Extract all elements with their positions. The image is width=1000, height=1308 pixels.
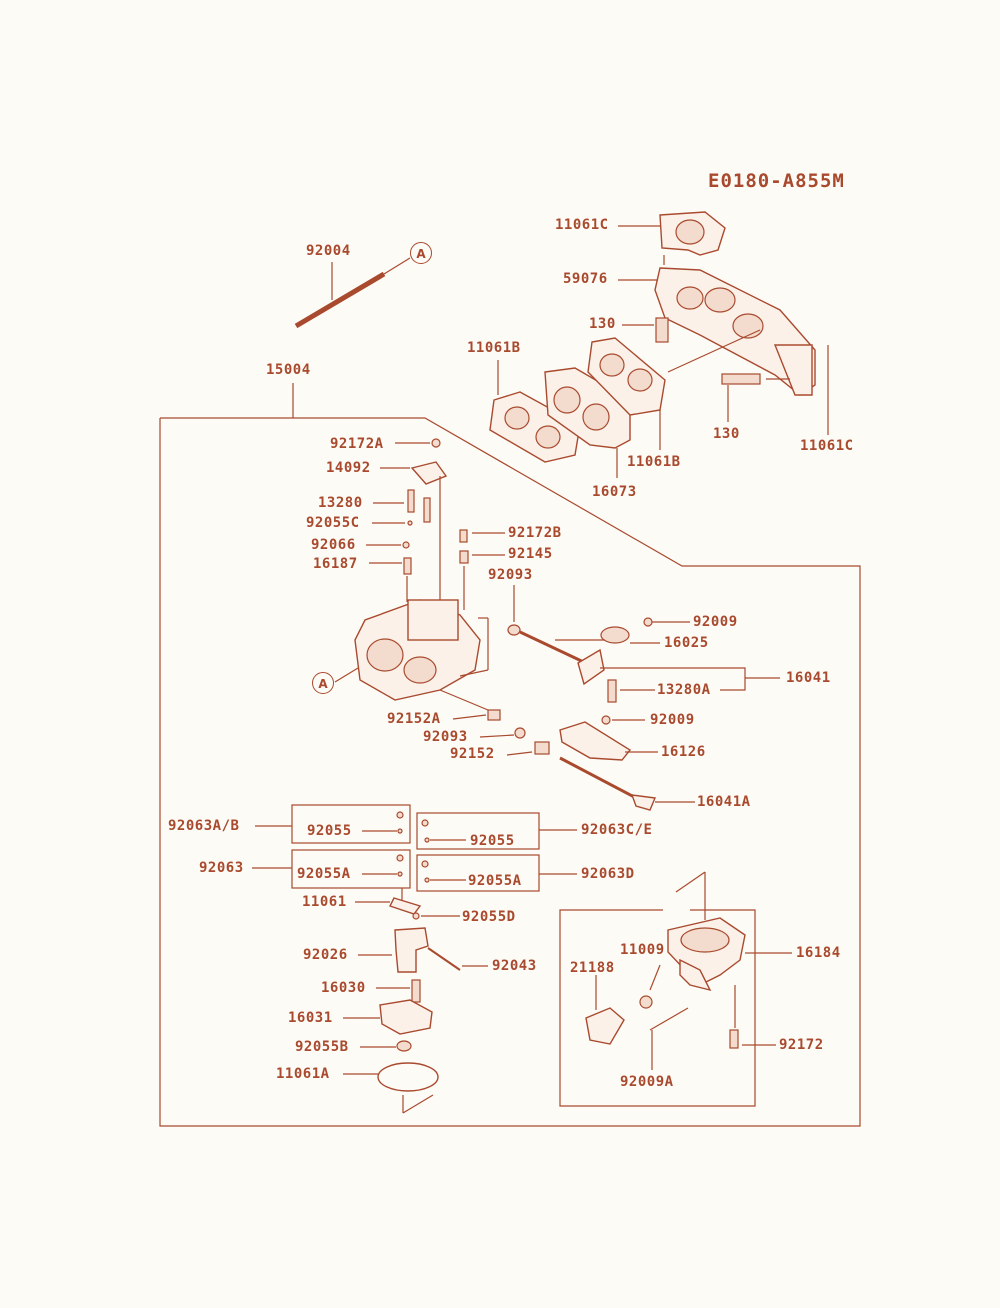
part-label[interactable]: 11009	[620, 942, 665, 958]
part-label[interactable]: 92152	[450, 746, 495, 762]
part-label[interactable]: 92066	[311, 537, 356, 553]
part-label[interactable]: 59076	[563, 271, 608, 287]
part-label[interactable]: 13280A	[657, 682, 711, 698]
part-label[interactable]: 92152A	[387, 711, 441, 727]
jet-boxes	[252, 804, 577, 892]
carburetor-body	[334, 438, 505, 721]
part-label[interactable]: 16187	[313, 556, 358, 572]
part-label[interactable]: 16030	[321, 980, 366, 996]
inset-16184	[559, 871, 792, 1107]
upper-parts	[489, 211, 829, 478]
part-label[interactable]: 92145	[508, 546, 553, 562]
part-label[interactable]: 92055	[307, 823, 352, 839]
diagram-code: E0180-A855M	[708, 170, 845, 192]
part-label[interactable]: 11061C	[800, 438, 854, 454]
part-label[interactable]: 92093	[423, 729, 468, 745]
part-label[interactable]: 92063C/E	[581, 822, 653, 838]
part-label[interactable]: 92055	[470, 833, 515, 849]
part-label[interactable]: 92055D	[462, 909, 516, 925]
part-label[interactable]: 92063D	[581, 866, 635, 882]
part-label[interactable]: 16184	[796, 945, 841, 961]
callout-a-body: A	[312, 672, 334, 694]
part-label[interactable]: 11061B	[467, 340, 521, 356]
part-label[interactable]: 92055C	[306, 515, 360, 531]
part-label[interactable]: 21188	[570, 960, 615, 976]
part-label[interactable]: 92172	[779, 1037, 824, 1053]
part-label[interactable]: 92055B	[295, 1039, 349, 1055]
part-label[interactable]: 130	[713, 426, 740, 442]
part-label[interactable]: 16041A	[697, 794, 751, 810]
part-label[interactable]: 92009A	[620, 1074, 674, 1090]
part-label[interactable]: 13280	[318, 495, 363, 511]
float-assembly	[343, 888, 488, 1114]
part-label[interactable]: 11061	[302, 894, 347, 910]
callout-a-top: A	[410, 242, 432, 264]
part-label[interactable]: 92063	[199, 860, 244, 876]
part-label[interactable]: 130	[589, 316, 616, 332]
part-label[interactable]: 92026	[303, 947, 348, 963]
part-label[interactable]: 92172A	[330, 436, 384, 452]
part-label[interactable]: 92093	[488, 567, 533, 583]
part-label[interactable]: 92063A/B	[168, 818, 240, 834]
part-label[interactable]: 92172B	[508, 525, 562, 541]
part-label[interactable]: 16025	[664, 635, 709, 651]
throttle-linkage	[479, 585, 780, 811]
part-label[interactable]: 16041	[786, 670, 831, 686]
part-label[interactable]: 11061C	[555, 217, 609, 233]
stud-92004	[294, 257, 411, 329]
part-label[interactable]: 16031	[288, 1010, 333, 1026]
part-label[interactable]: 16126	[661, 744, 706, 760]
part-label[interactable]: 92009	[650, 712, 695, 728]
assembly-frame	[159, 417, 861, 1127]
part-label[interactable]: 11061B	[627, 454, 681, 470]
part-label[interactable]: 14092	[326, 460, 371, 476]
part-label[interactable]: 11061A	[276, 1066, 330, 1082]
part-label[interactable]: 92004	[306, 243, 351, 259]
part-label[interactable]: 15004	[266, 362, 311, 378]
part-label[interactable]: 16073	[592, 484, 637, 500]
part-label[interactable]: 92043	[492, 958, 537, 974]
part-label[interactable]: 92055A	[297, 866, 351, 882]
part-label[interactable]: 92009	[693, 614, 738, 630]
part-label[interactable]: 92055A	[468, 873, 522, 889]
